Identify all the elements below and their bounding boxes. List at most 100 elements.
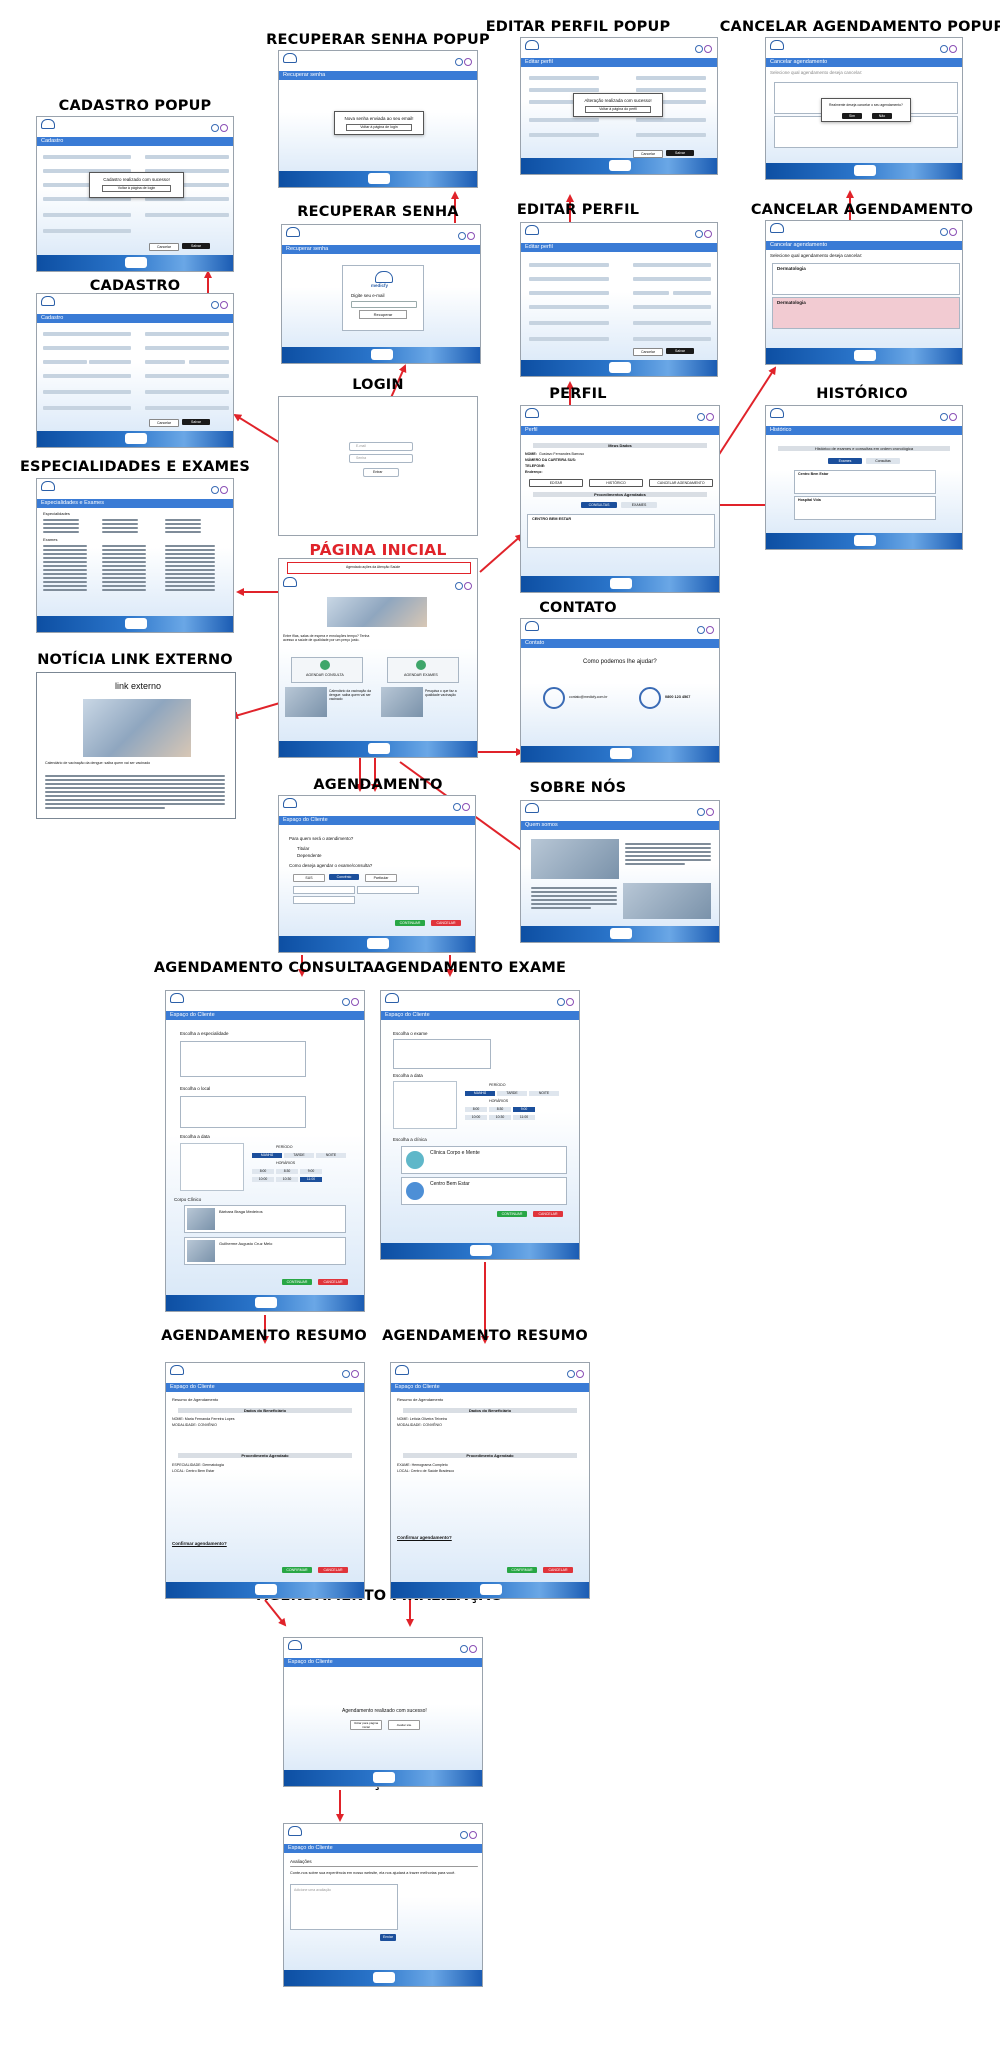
- tab-convenio[interactable]: Convênio: [329, 874, 359, 880]
- continue-button[interactable]: CONTINUAR: [395, 920, 425, 926]
- tab-exames[interactable]: EXAMES: [621, 502, 657, 508]
- cancel-button[interactable]: CANCELAR: [533, 1211, 563, 1217]
- time-slot-selected[interactable]: 9:00: [513, 1107, 535, 1112]
- beneficiary-name: NOME: Maria Fernanda Ferreira Lopes: [172, 1417, 235, 1421]
- doctor-card[interactable]: Bárbara Braga Medeiros: [184, 1205, 346, 1233]
- tab-exames[interactable]: Exames: [828, 458, 862, 464]
- cancel-button[interactable]: CANCELAR: [318, 1279, 348, 1285]
- agendar-exames-button[interactable]: AGENDAR EXAMES: [387, 657, 459, 683]
- time-slot[interactable]: 10:00: [252, 1177, 274, 1182]
- cancel-button[interactable]: Cancelar: [149, 243, 179, 251]
- password-input[interactable]: Senha: [349, 454, 413, 463]
- email-input[interactable]: E-mail: [349, 442, 413, 451]
- card-number-input[interactable]: [293, 896, 355, 904]
- procedure-section: Procedimento Agendado: [402, 1453, 578, 1458]
- specialty-select[interactable]: [180, 1041, 306, 1077]
- tab-consultas[interactable]: CONSULTAS: [581, 502, 617, 508]
- title-historico: HISTÓRICO: [816, 386, 908, 402]
- phone-icon[interactable]: [639, 687, 661, 709]
- period-noite[interactable]: NOITE: [316, 1153, 346, 1158]
- rate-site-button[interactable]: Avaliar site: [388, 1720, 420, 1730]
- time-slot[interactable]: 10:30: [489, 1115, 511, 1120]
- appointment-card: CENTRO BEM ESTAR: [527, 514, 715, 548]
- confirm-link[interactable]: Confirmar agendamento?: [397, 1535, 452, 1540]
- period-tarde[interactable]: TARDE: [284, 1153, 314, 1158]
- option-dependente[interactable]: Dependente: [297, 853, 322, 858]
- appointment-card[interactable]: Dermatologia: [772, 263, 960, 295]
- popup-back-button[interactable]: Voltar à página de login: [102, 185, 171, 192]
- time-slot[interactable]: 8:00: [465, 1107, 487, 1112]
- doctor-card[interactable]: Guilherme Augusto Cruz Melo: [184, 1237, 346, 1265]
- time-slot[interactable]: 8:30: [276, 1169, 298, 1174]
- submit-review-button[interactable]: Enviar: [380, 1934, 396, 1941]
- back-home-button[interactable]: Voltar para página inicial: [350, 1720, 382, 1730]
- clinic-card[interactable]: Clínica Corpo e Mente: [401, 1146, 567, 1174]
- email-icon[interactable]: [543, 687, 565, 709]
- time-slot[interactable]: 8:30: [489, 1107, 511, 1112]
- time-slot[interactable]: 10:30: [276, 1177, 298, 1182]
- yes-button[interactable]: Sim: [842, 113, 862, 119]
- plan-select[interactable]: [293, 886, 355, 894]
- save-button[interactable]: Salvar: [182, 243, 210, 249]
- time-slot[interactable]: 10:00: [465, 1115, 487, 1120]
- news-title-1[interactable]: Calendário da vacinação da dengue: saiba…: [329, 689, 372, 701]
- news-image-2[interactable]: [381, 687, 423, 717]
- history-card: Hospital Vida: [794, 496, 936, 520]
- contact-email[interactable]: contato@medicfy.com.br: [569, 695, 608, 699]
- option-titular[interactable]: Titular: [297, 846, 310, 851]
- recover-button[interactable]: Recuperar: [359, 310, 407, 319]
- confirm-link[interactable]: Confirmar agendamento?: [172, 1541, 227, 1546]
- cancel-button[interactable]: Cancelar: [633, 150, 663, 158]
- exam-select[interactable]: [393, 1039, 491, 1069]
- cancel-button[interactable]: CANCELAR: [318, 1567, 348, 1573]
- save-button[interactable]: Salvar: [666, 348, 694, 354]
- save-button[interactable]: Salvar: [666, 150, 694, 156]
- popup-back-button[interactable]: Voltar à página do perfil: [585, 106, 651, 113]
- header-icons: [939, 223, 959, 236]
- tab-sus[interactable]: SUS: [293, 874, 325, 882]
- cancel-button[interactable]: Cancelar: [149, 419, 179, 427]
- cancel-button[interactable]: CANCELAR: [431, 920, 461, 926]
- cancel-button[interactable]: Cancelar: [633, 348, 663, 356]
- time-slot[interactable]: 8:00: [252, 1169, 274, 1174]
- tab-consultas[interactable]: Consultas: [866, 458, 900, 464]
- news-title-2[interactable]: Pesquisa o que faz a qualidade vacinação: [425, 689, 457, 697]
- email-input[interactable]: [351, 301, 417, 308]
- confirm-button[interactable]: CONFIRMAR: [282, 1567, 312, 1573]
- calendar[interactable]: [180, 1143, 244, 1191]
- agendar-consulta-button[interactable]: AGENDAR CONSULTA: [291, 657, 363, 683]
- screen-noticia-link-externo: link externo Calendário de vacinação da …: [36, 672, 236, 819]
- plan-type-select[interactable]: [357, 886, 419, 894]
- news-image-1[interactable]: [285, 687, 327, 717]
- period-tarde[interactable]: TARDE: [497, 1091, 527, 1096]
- cancel-appointment-button[interactable]: CANCELAR AGENDAMENTO: [649, 479, 713, 487]
- login-button[interactable]: Entrar: [363, 468, 399, 477]
- cancel-button[interactable]: CANCELAR: [543, 1567, 573, 1573]
- edit-button[interactable]: EDITAR: [529, 479, 583, 487]
- review-textarea[interactable]: Adicione uma avaliação: [290, 1884, 398, 1930]
- continue-button[interactable]: CONTINUAR: [497, 1211, 527, 1217]
- location-select[interactable]: [180, 1096, 306, 1128]
- logo-icon: [385, 993, 399, 1003]
- confirm-button[interactable]: CONFIRMAR: [507, 1567, 537, 1573]
- history-button[interactable]: HISTÓRICO: [589, 479, 643, 487]
- contact-phone[interactable]: 0800 123 4567: [665, 695, 691, 699]
- clinic-card[interactable]: Centro Bem Estar: [401, 1177, 567, 1205]
- time-slot[interactable]: 11:00: [513, 1115, 535, 1120]
- popup-back-button[interactable]: Voltar à página de login: [346, 124, 412, 131]
- period-noite[interactable]: NOITE: [529, 1091, 559, 1096]
- page-bar: Espaço do Cliente: [279, 816, 475, 825]
- period-manha[interactable]: MANHÃ: [465, 1091, 495, 1096]
- no-button[interactable]: Não: [872, 113, 892, 119]
- time-slot[interactable]: 9:00: [300, 1169, 322, 1174]
- save-button[interactable]: Salvar: [182, 419, 210, 425]
- calendar[interactable]: [393, 1081, 457, 1129]
- time-slot-selected[interactable]: 11:00: [300, 1177, 322, 1182]
- appointment-card-selected[interactable]: Dermatologia: [772, 297, 960, 329]
- title-agendamento-resumo-1: AGENDAMENTO RESUMO: [161, 1328, 367, 1344]
- period-manha[interactable]: MANHÃ: [252, 1153, 282, 1158]
- appointment-card[interactable]: [774, 116, 958, 148]
- clinic-logo-icon: [406, 1151, 424, 1169]
- continue-button[interactable]: CONTINUAR: [282, 1279, 312, 1285]
- tab-particular[interactable]: Particular: [365, 874, 397, 882]
